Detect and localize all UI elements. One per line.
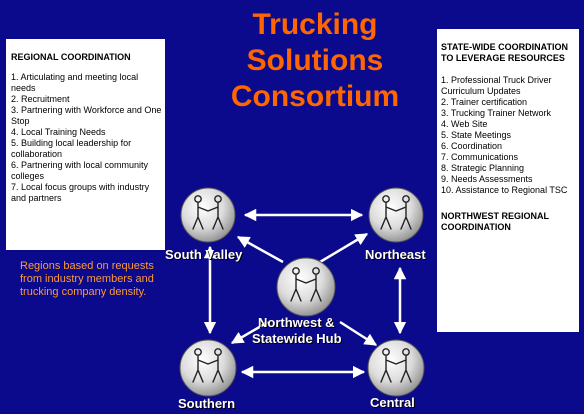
list-item: 1. Articulating and meeting local needs — [11, 72, 139, 93]
list-item: 7. Communications — [441, 152, 519, 162]
list-item: 3. Trucking Trainer Network — [441, 108, 552, 118]
panel-subheading: NORTHWEST REGIONAL COORDINATION — [441, 211, 549, 232]
node-label-central: Central — [370, 395, 415, 410]
list-item: 2. Recruitment — [11, 94, 70, 104]
title-line-3: Consortium — [230, 80, 400, 113]
statewide-coordination-panel: STATE-WIDE COORDINATION TO LEVERAGE RESO… — [437, 29, 579, 332]
title-line-2: Solutions — [246, 44, 384, 77]
list-item: 10. Assistance to Regional TSC — [441, 185, 568, 195]
node-northeast — [368, 187, 424, 243]
panel-heading: STATE-WIDE COORDINATION TO LEVERAGE RESO… — [441, 42, 568, 63]
list-item: 4. Local Training Needs — [11, 127, 106, 137]
node-label-southern: Southern — [178, 396, 236, 411]
title-line-1: Trucking — [252, 8, 378, 41]
list-item: 7. Local focus groups with industry and … — [11, 182, 150, 203]
list-item: 8. Strategic Planning — [441, 163, 525, 173]
node-label-northeast: Northeast — [365, 247, 426, 262]
list-item: 2. Trainer certification — [441, 97, 528, 107]
list-item: 6. Partnering with local community colle… — [11, 160, 149, 181]
panel-heading: REGIONAL COORDINATION — [11, 52, 131, 62]
node-central — [367, 339, 425, 397]
arrow-hub-southern — [230, 320, 269, 345]
arrow-hub-northeast — [319, 232, 369, 264]
arrow-hub-central — [339, 320, 378, 347]
list-item: 6. Coordination — [441, 141, 503, 151]
arrow-hub-south-valley — [236, 235, 284, 264]
regional-coordination-panel: REGIONAL COORDINATION 1. Articulating an… — [6, 39, 165, 250]
node-label-hub-line2: Statewide Hub — [252, 331, 342, 346]
node-south-valley — [180, 187, 236, 243]
node-hub — [276, 257, 336, 317]
list-item: 5. Building local leadership for collabo… — [11, 138, 132, 159]
list-item: 9. Needs Assessments — [441, 174, 533, 184]
node-southern — [179, 339, 237, 397]
regions-note: Regions based on requests from industry … — [20, 260, 154, 298]
list-item: 4. Web Site — [441, 119, 488, 129]
list-item: 1. Professional Truck Driver Curriculum … — [441, 75, 552, 96]
arrows — [203, 208, 407, 379]
list-item: 3. Partnering with Workforce and One Sto… — [11, 105, 162, 126]
list-item: 5. State Meetings — [441, 130, 512, 140]
node-label-hub-line1: Northwest & — [258, 315, 335, 330]
node-label-south-valley: South Valley — [165, 247, 243, 262]
